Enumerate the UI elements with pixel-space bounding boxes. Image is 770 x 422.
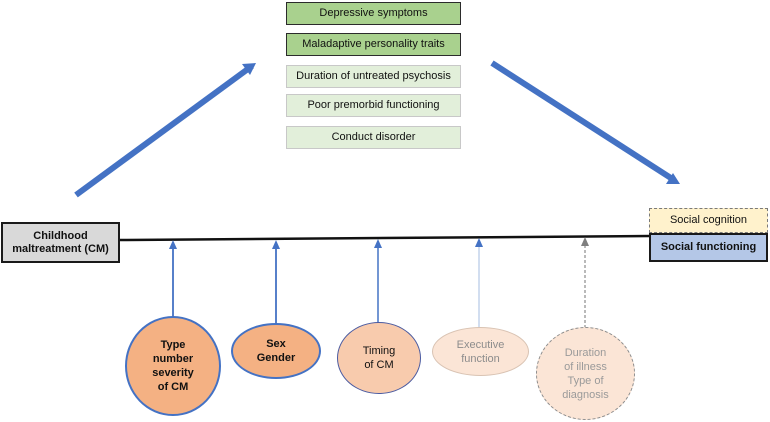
social-cognition-label: Social cognition xyxy=(669,214,748,226)
moderator-executive-function: Executive function xyxy=(432,327,529,376)
mediator-depressive-symptoms: Depressive symptoms xyxy=(286,2,461,25)
social-functioning-label: Social functioning xyxy=(660,241,757,253)
mediator-duration-untreated-psychosis: Duration of untreated psychosis xyxy=(286,65,461,88)
mediator-maladaptive-personality-traits: Maladaptive personality traits xyxy=(286,33,461,56)
moderator-label: Duration of illness Type of diagnosis xyxy=(562,346,609,401)
mediator-label: Duration of untreated psychosis xyxy=(296,70,451,82)
mediator-label: Poor premorbid functioning xyxy=(307,99,440,111)
moderator-arrowhead-2 xyxy=(272,240,280,249)
arrowhead-down-right xyxy=(666,173,680,184)
mediator-label: Conduct disorder xyxy=(331,131,416,143)
moderator-arrowhead-4 xyxy=(475,238,483,247)
exposure-label: Childhood maltreatment (CM) xyxy=(12,229,109,255)
mediator-conduct-disorder: Conduct disorder xyxy=(286,126,461,149)
moderator-timing-of-cm: Timing of CM xyxy=(337,322,421,394)
arrowhead-up-right xyxy=(242,63,256,75)
arrow-mediators-to-outcome xyxy=(490,60,676,183)
mediator-label: Maladaptive personality traits xyxy=(302,38,445,50)
moderator-arrowhead-5 xyxy=(581,237,589,246)
moderator-arrowhead-1 xyxy=(169,240,177,249)
moderator-sex-gender: Sex Gender xyxy=(231,323,321,379)
moderator-label: Timing of CM xyxy=(362,345,396,371)
exposure-childhood-maltreatment: Childhood maltreatment (CM) xyxy=(1,222,120,263)
moderator-type-number-severity: Type number severity of CM xyxy=(125,316,221,416)
moderator-arrowhead-3 xyxy=(374,239,382,248)
arrow-exposure-to-mediators xyxy=(74,63,254,198)
mediator-label: Depressive symptoms xyxy=(319,7,428,19)
moderator-duration-illness-diagnosis: Duration of illness Type of diagnosis xyxy=(536,327,635,420)
outcome-social-functioning: Social functioning xyxy=(649,233,768,262)
direct-path-line xyxy=(119,234,651,242)
moderator-label: Type number severity of CM xyxy=(152,339,194,393)
mediator-poor-premorbid-functioning: Poor premorbid functioning xyxy=(286,94,461,117)
outcome-social-cognition: Social cognition xyxy=(649,208,768,233)
moderator-label: Sex Gender xyxy=(256,338,296,364)
moderator-label: Executive function xyxy=(456,338,505,365)
